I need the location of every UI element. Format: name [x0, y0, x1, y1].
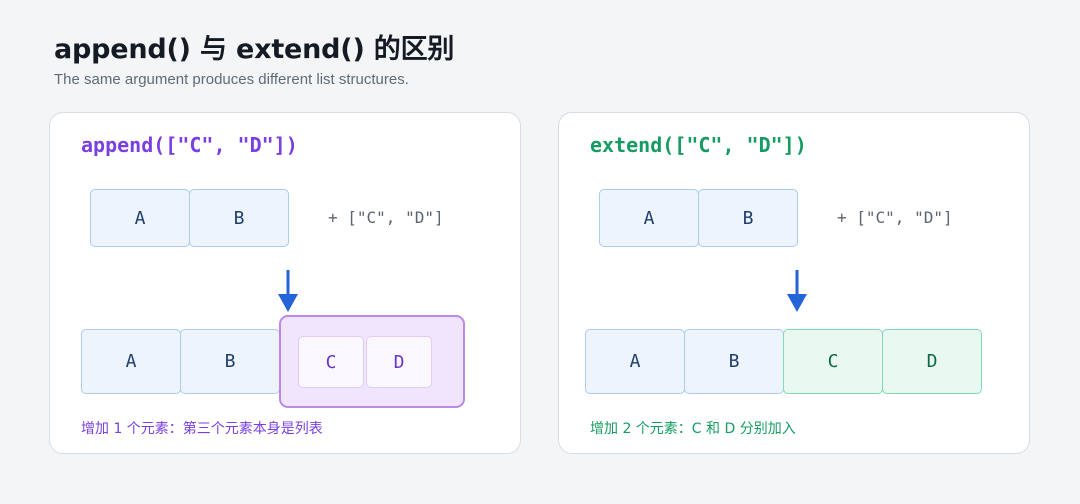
append-argument-label: + ["C", "D"] — [328, 208, 444, 227]
extend-result-item-a: A — [585, 329, 685, 394]
page-subtitle: The same argument produces different lis… — [54, 71, 409, 88]
append-result-item-a: A — [81, 329, 181, 394]
append-input-item-a: A — [90, 189, 190, 247]
extend-panel: extend(["C", "D"]) A B + ["C", "D"] A B … — [558, 112, 1030, 454]
extend-input-item-a: A — [599, 189, 699, 247]
append-nested-item-d: D — [366, 336, 432, 388]
extend-result-item-d: D — [882, 329, 982, 394]
append-down-arrow-icon — [278, 270, 298, 312]
extend-input-item-b: B — [698, 189, 798, 247]
append-input-item-b: B — [189, 189, 289, 247]
append-nested-item-c: C — [298, 336, 364, 388]
append-code-label: append(["C", "D"]) — [81, 133, 298, 157]
append-panel: append(["C", "D"]) A B + ["C", "D"] A B … — [49, 112, 521, 454]
extend-result-item-b: B — [684, 329, 784, 394]
append-result-item-b: B — [180, 329, 280, 394]
append-note: 增加 1 个元素：第三个元素本身是列表 — [81, 421, 323, 437]
page-title: append() 与 extend() 的区别 — [54, 34, 455, 65]
append-nested-list-element: C D — [279, 315, 465, 408]
extend-code-label: extend(["C", "D"]) — [590, 133, 807, 157]
extend-argument-label: + ["C", "D"] — [837, 208, 953, 227]
extend-note: 增加 2 个元素：C 和 D 分别加入 — [590, 421, 796, 437]
extend-result-item-c: C — [783, 329, 883, 394]
extend-down-arrow-icon — [787, 270, 807, 312]
